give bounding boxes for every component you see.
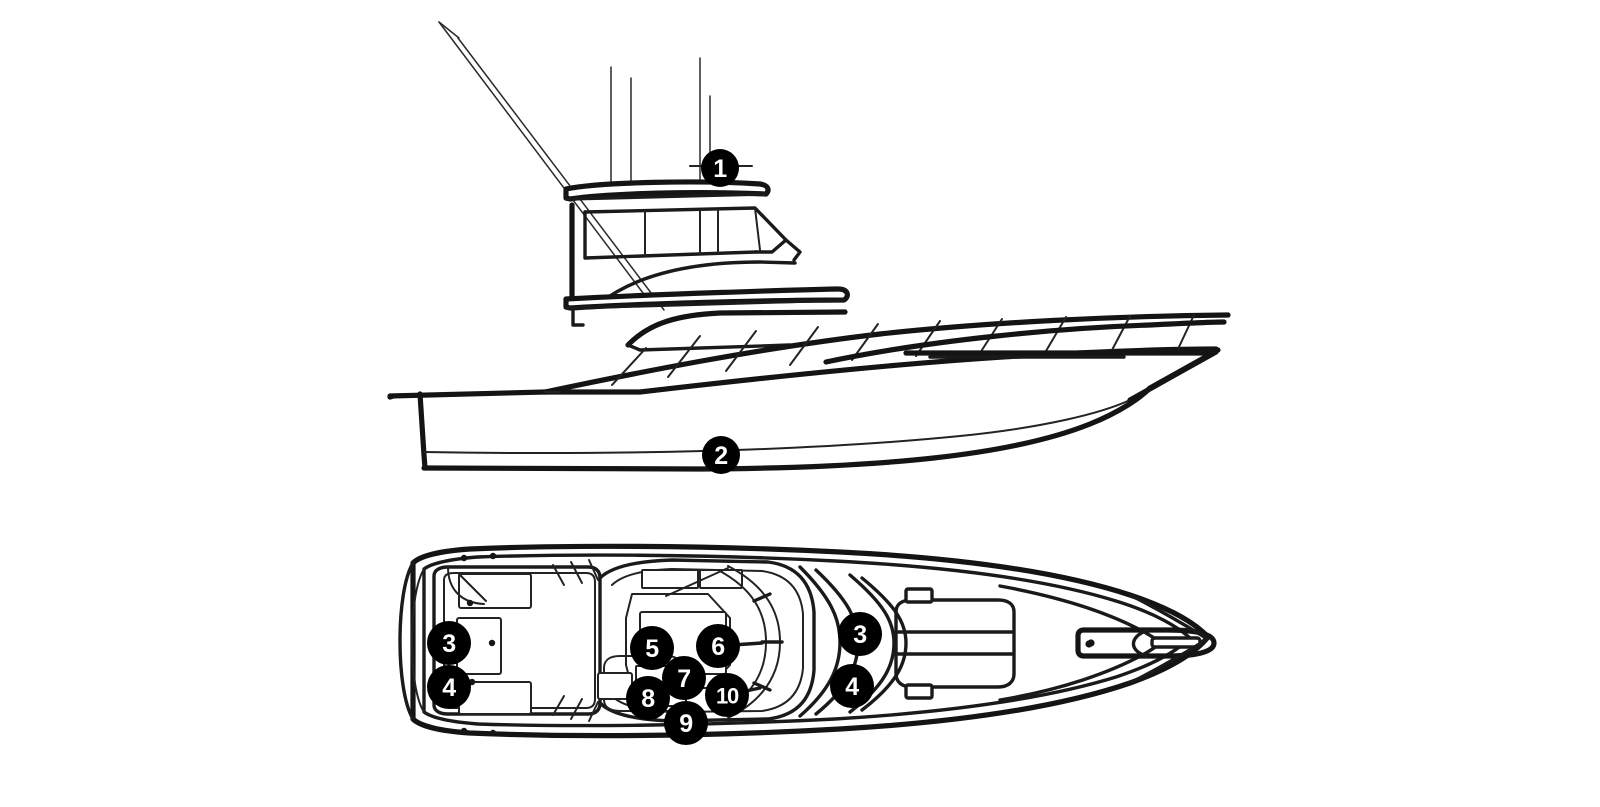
callout-7-number: 7 (677, 665, 690, 693)
plan-view (398, 543, 1217, 739)
callout-3-port-number: 3 (442, 630, 455, 658)
callout-10-number: 10 (716, 684, 739, 709)
callout-8-number: 8 (641, 685, 655, 713)
salon-house-profile (625, 309, 848, 352)
callout-8[interactable]: 8 (626, 676, 670, 720)
flybridge-hardtop (563, 179, 771, 202)
outrigger-rods (438, 21, 665, 311)
callout-4-port-number: 4 (442, 674, 456, 702)
callout-7-disc[interactable] (662, 656, 706, 700)
callout-7[interactable]: 7 (662, 656, 706, 700)
callout-2-disc[interactable] (702, 436, 740, 474)
callout-8-disc[interactable] (626, 676, 670, 720)
callout-2-number: 2 (714, 442, 727, 470)
callout-10[interactable]: 10 (705, 673, 749, 717)
flybridge-enclosure (569, 202, 802, 303)
callout-2[interactable]: 2 (702, 436, 740, 474)
callout-4-stbd-number: 4 (845, 673, 859, 701)
callout-1[interactable]: 1 (701, 149, 739, 187)
callout-4-stbd[interactable]: 4 (830, 664, 874, 708)
hull-bottom-profile (421, 347, 1221, 472)
callout-3-stbd[interactable]: 3 (838, 612, 882, 656)
callout-3-stbd-disc[interactable] (838, 612, 882, 656)
callout-3-port[interactable]: 3 (427, 621, 471, 665)
callout-5-number: 5 (645, 635, 659, 663)
callout-6-disc[interactable] (696, 624, 740, 668)
transom-plan (398, 561, 425, 721)
callout-1-number: 1 (713, 155, 727, 183)
callout-3-port-disc[interactable] (427, 621, 471, 665)
antenna-masts (610, 57, 753, 193)
callout-5[interactable]: 5 (630, 626, 674, 670)
callout-6-number: 6 (711, 633, 724, 661)
callout-9-number: 9 (679, 710, 692, 738)
callout-4-port[interactable]: 4 (427, 665, 471, 709)
callout-5-disc[interactable] (630, 626, 674, 670)
callout-4-port-disc[interactable] (427, 665, 471, 709)
profile-view (387, 21, 1231, 472)
callout-6[interactable]: 6 (696, 624, 740, 668)
callout-9-disc[interactable] (664, 701, 708, 745)
mezzanine-steps (552, 559, 599, 722)
foredeck-hatch (894, 587, 1016, 700)
callout-4-stbd-disc[interactable] (830, 664, 874, 708)
cockpit-lockers (447, 566, 532, 715)
bridge-deck-rail (563, 286, 850, 311)
callout-1-disc[interactable] (701, 149, 739, 187)
callout-3-stbd-number: 3 (853, 621, 866, 649)
callout-10-disc[interactable] (705, 673, 749, 717)
callout-9[interactable]: 9 (664, 701, 708, 745)
